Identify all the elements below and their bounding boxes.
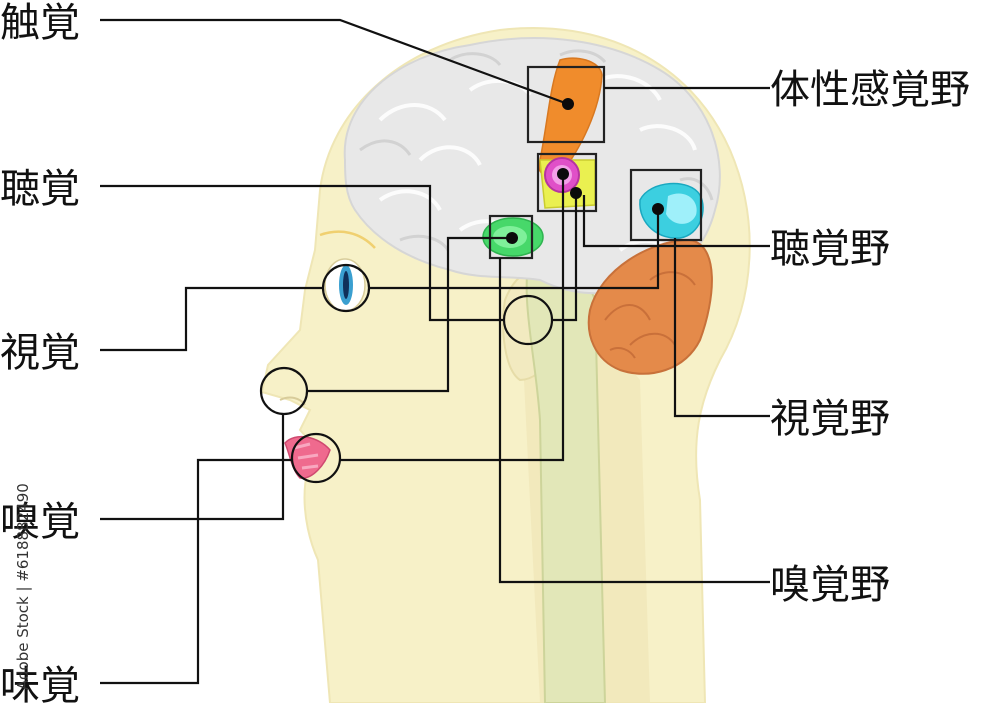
label-touch: 触覚 bbox=[0, 0, 80, 46]
marker-dots bbox=[506, 98, 664, 244]
auditory-dot-2 bbox=[570, 187, 582, 199]
auditory-box bbox=[536, 152, 598, 213]
stock-watermark: Adobe Stock | #618882490 bbox=[14, 483, 32, 690]
visual-dot bbox=[652, 203, 664, 215]
smell-line bbox=[100, 414, 285, 521]
vision-line bbox=[100, 286, 323, 352]
auditory-dot-1 bbox=[557, 168, 569, 180]
olfactory-cortex-line bbox=[498, 258, 770, 584]
label-visual-cortex: 視覚野 bbox=[770, 396, 890, 442]
eyebrow bbox=[319, 230, 376, 249]
hearing-cortex-line bbox=[552, 193, 578, 322]
label-olfactory-cortex: 嗅覚野 bbox=[770, 562, 890, 608]
label-vision: 視覚 bbox=[0, 330, 80, 376]
vision-cortex-line bbox=[369, 209, 660, 290]
taste-dot bbox=[506, 232, 518, 244]
somatosensory-box bbox=[526, 65, 606, 144]
tongue-circle bbox=[290, 432, 342, 484]
somatosensory-dot bbox=[562, 98, 574, 110]
cerebellum-folds bbox=[604, 271, 696, 359]
label-auditory-cortex: 聴覚野 bbox=[770, 226, 890, 272]
gyrus-shadows bbox=[359, 49, 714, 251]
label-smell: 嗅覚 bbox=[0, 499, 80, 545]
taste-line bbox=[100, 458, 292, 685]
label-somatosensory-cortex: 体性感覚野 bbox=[770, 67, 970, 113]
touch-line bbox=[100, 18, 569, 106]
hearing-line bbox=[100, 184, 504, 322]
visual-area-inner bbox=[666, 193, 697, 224]
auditory-cortex-line bbox=[582, 195, 770, 248]
pupil bbox=[343, 271, 349, 299]
taste-cortex-line bbox=[340, 176, 565, 462]
leader-lines bbox=[100, 18, 770, 685]
label-taste: 味覚 bbox=[0, 663, 80, 703]
smell-cortex-line bbox=[307, 236, 512, 393]
eye bbox=[319, 230, 376, 312]
tongue-stripes bbox=[293, 442, 319, 470]
visual-box bbox=[629, 168, 703, 242]
label-hearing: 聴覚 bbox=[0, 166, 80, 212]
visual-cortex-line bbox=[673, 238, 770, 418]
